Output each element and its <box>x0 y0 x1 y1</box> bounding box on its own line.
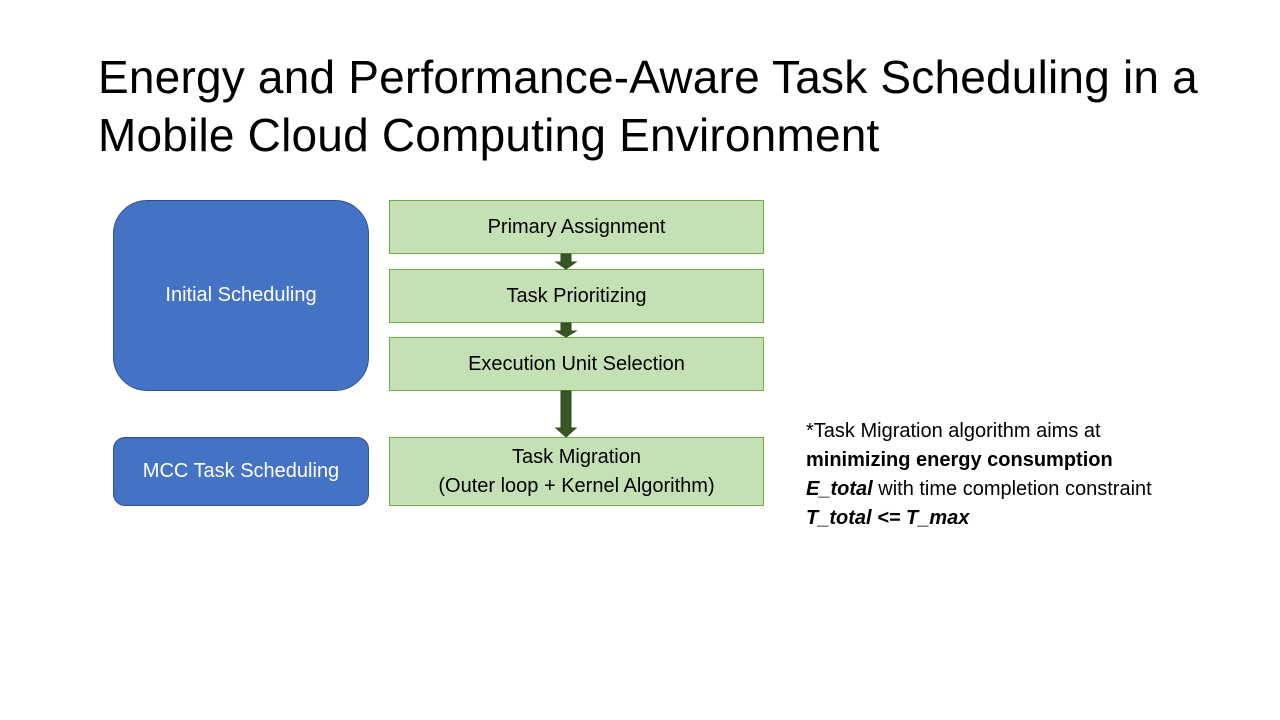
note-bold-energy: minimizing energy consumption <box>806 449 1113 471</box>
arrow-prioritizing-to-selection <box>554 322 578 338</box>
task-prioritizing-box: Task Prioritizing <box>389 269 764 323</box>
note-text-1: *Task Migration algorithm aims at <box>806 420 1101 442</box>
task-migration-box: Task Migration (Outer loop + Kernel Algo… <box>389 437 764 506</box>
task-prioritizing-label: Task Prioritizing <box>506 284 647 307</box>
initial-scheduling-label: Initial Scheduling <box>165 284 317 306</box>
task-migration-sublabel: (Outer loop + Kernel Algorithm) <box>438 474 715 497</box>
arrow-primary-to-prioritizing <box>554 253 578 270</box>
mcc-task-scheduling-label: MCC Task Scheduling <box>142 460 340 482</box>
note-text-2: with time completion constraint <box>872 478 1152 500</box>
task-migration-label: Task Migration <box>512 445 641 468</box>
arrow-selection-to-migration <box>554 390 578 438</box>
slide-title: Energy and Performance-Aware Task Schedu… <box>98 51 1198 161</box>
execution-unit-selection-label: Execution Unit Selection <box>468 352 685 375</box>
initial-scheduling-box: Initial Scheduling <box>113 200 369 391</box>
mcc-task-scheduling-box: MCC Task Scheduling <box>113 437 369 506</box>
note-t-constraint: T_total <= T_max <box>806 507 970 529</box>
execution-unit-selection-box: Execution Unit Selection <box>389 337 764 391</box>
primary-assignment-label: Primary Assignment <box>487 215 666 238</box>
task-migration-note: *Task Migration algorithm aims at minimi… <box>806 417 1166 533</box>
note-e-total: E_total <box>806 478 873 500</box>
primary-assignment-box: Primary Assignment <box>389 200 764 254</box>
